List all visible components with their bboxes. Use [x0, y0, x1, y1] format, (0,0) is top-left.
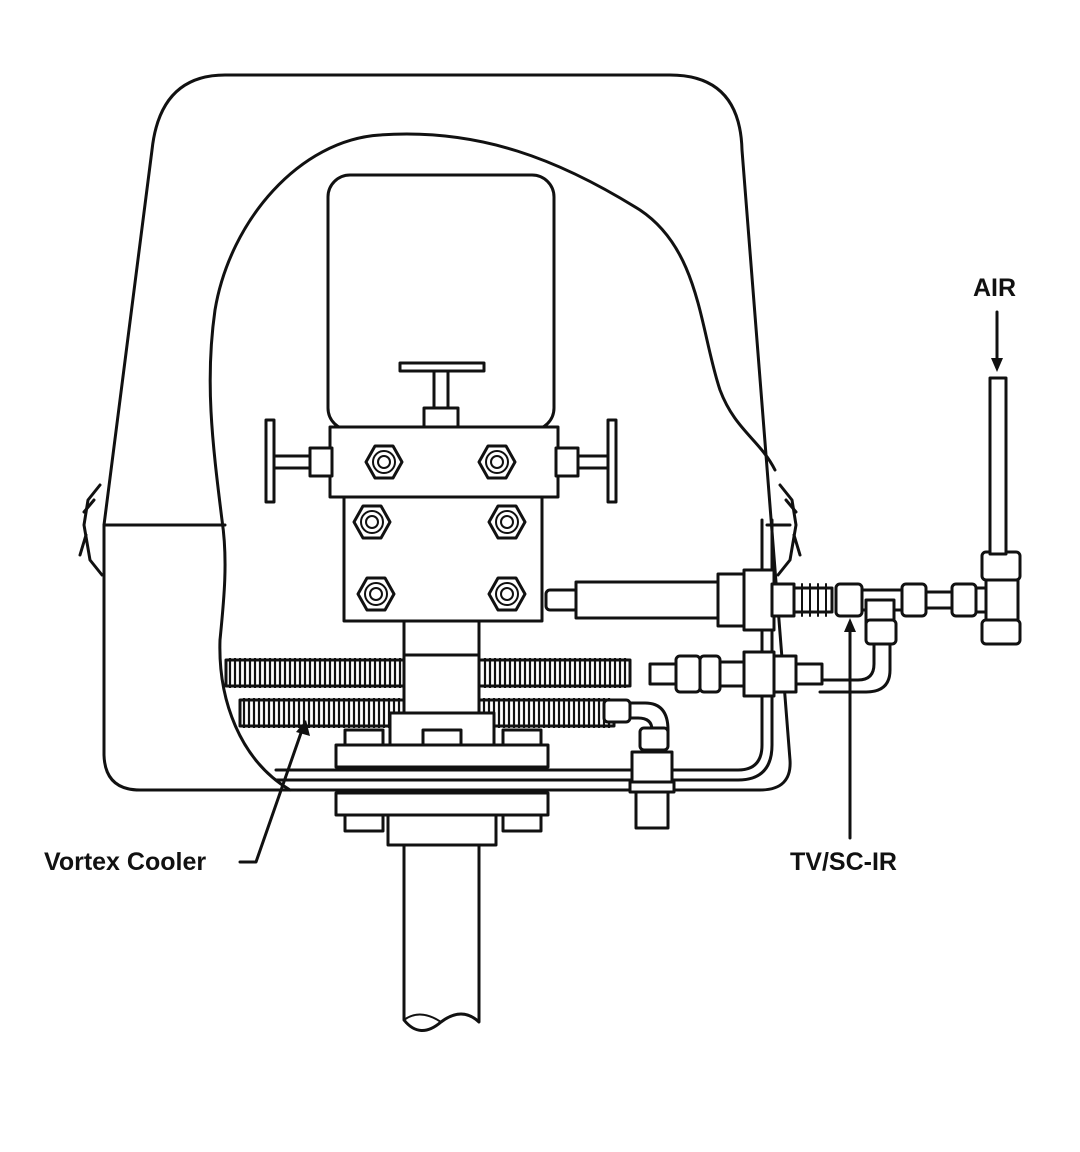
label-air: AIR — [973, 274, 1017, 302]
right-side-valve — [554, 418, 618, 504]
right-latch — [776, 483, 802, 577]
elbow-fitting — [602, 698, 676, 830]
label-tv-sc-ir: TV/SC-IR — [790, 848, 897, 876]
cutaway-outline — [208, 132, 777, 792]
tv-sc-ir-leader — [844, 618, 856, 840]
return-tubing — [818, 642, 892, 694]
process-pipe — [402, 843, 481, 1032]
flange-bolt — [487, 576, 527, 612]
fin-lines-bottom — [242, 698, 611, 728]
fin-lines-top — [228, 658, 627, 688]
internal-tubing — [274, 518, 774, 782]
flange-bolt — [487, 504, 527, 540]
temperature-probe — [544, 568, 796, 632]
air-supply-tee — [950, 376, 1022, 646]
tv-sc-ir-assembly — [792, 582, 956, 646]
flange-bolt — [352, 504, 392, 540]
left-latch — [78, 483, 104, 577]
left-side-valve — [264, 418, 334, 504]
air-arrow — [991, 310, 1003, 372]
manifold-bolt — [477, 444, 517, 480]
manifold-bolt — [364, 444, 404, 480]
process-flange — [334, 711, 550, 847]
label-vortex-cooler: Vortex Cooler — [44, 848, 207, 876]
manifold-block — [328, 425, 560, 499]
top-valve-handle — [398, 361, 486, 432]
lower-bulkhead — [648, 650, 824, 698]
flange-bolt — [356, 576, 396, 612]
flange-adapter — [342, 495, 544, 623]
vortex-cooler-leader — [238, 720, 310, 864]
